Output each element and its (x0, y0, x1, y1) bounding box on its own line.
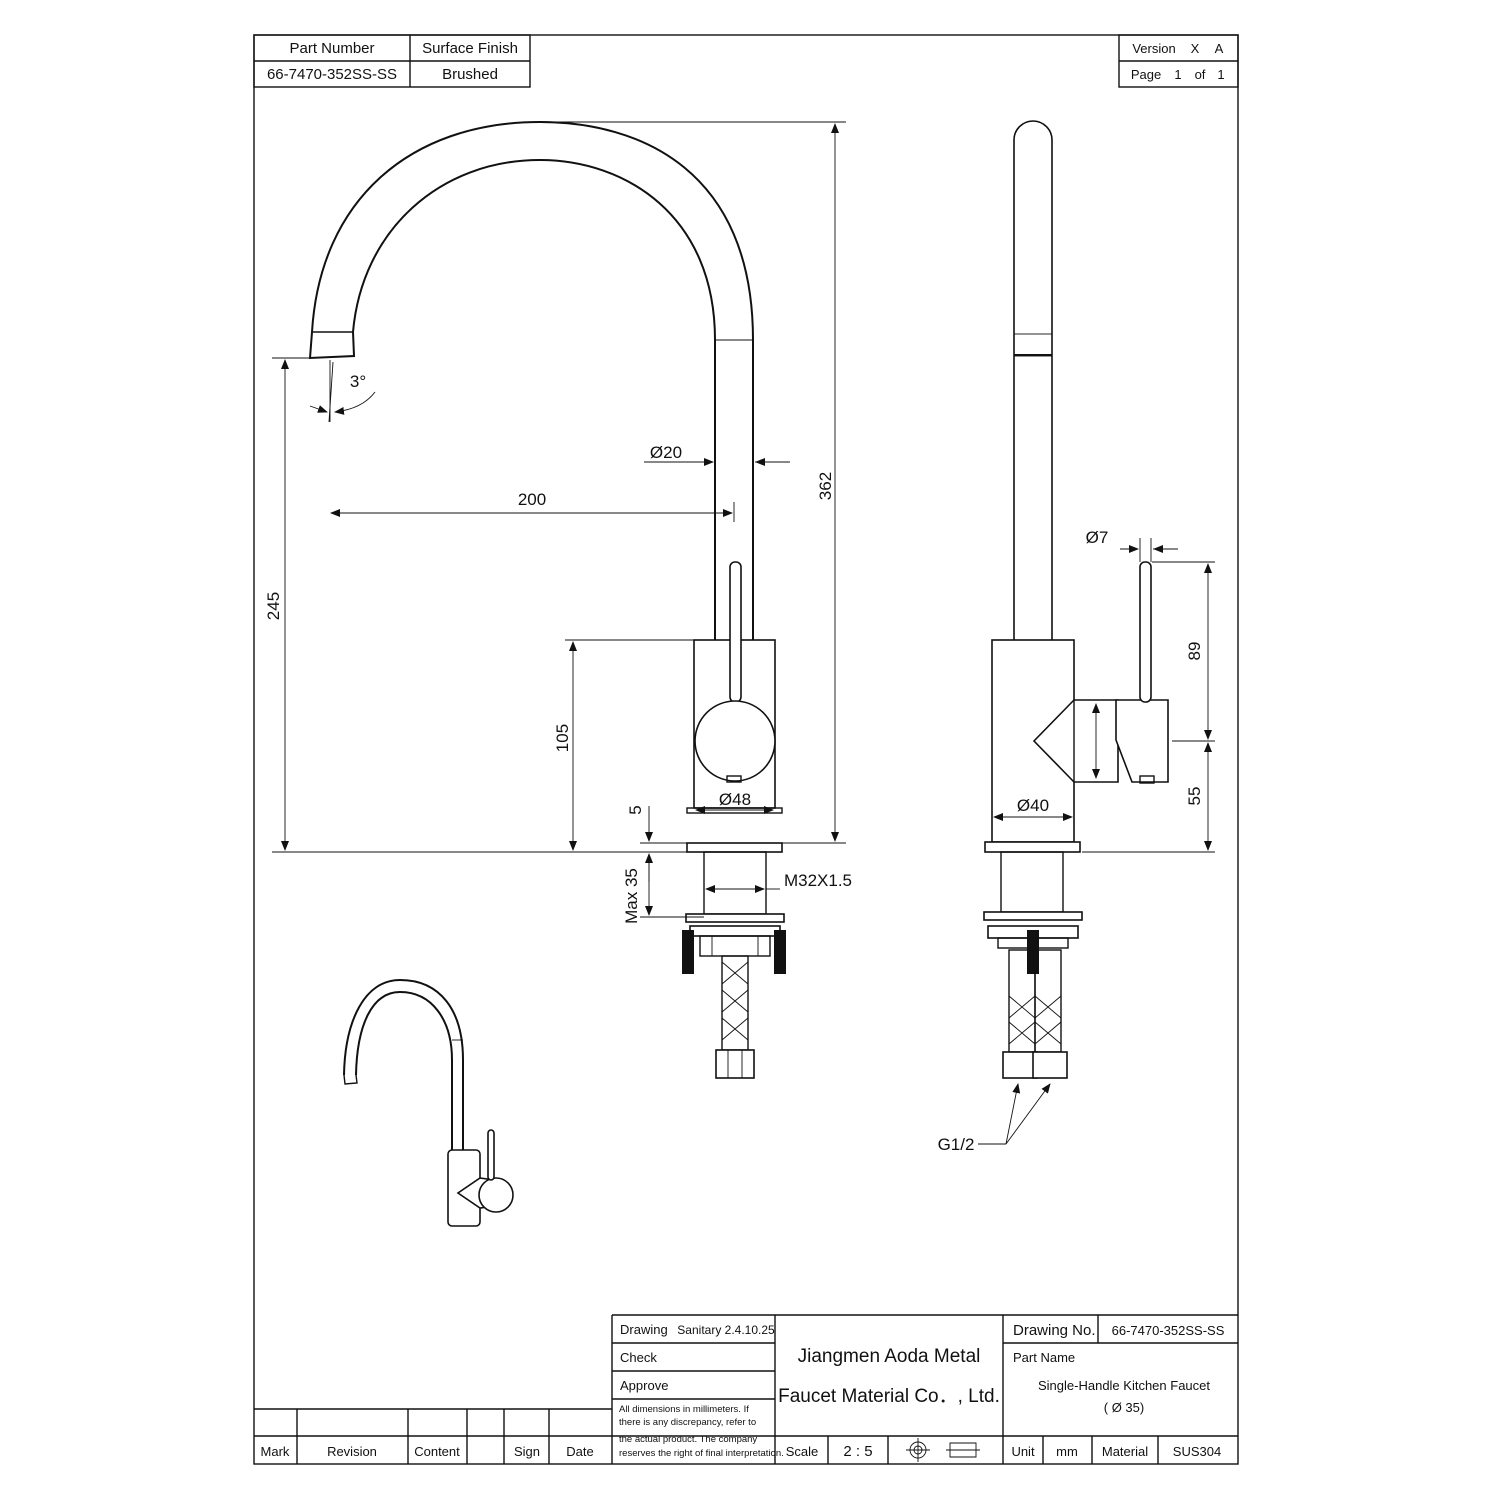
revision-header-content: Content (414, 1444, 460, 1459)
dim-max-deck: Max 35 (622, 868, 641, 924)
dim-side-body-diameter: Ø40 (1017, 796, 1049, 815)
company-name-line1: Jiangmen Aoda Metal (798, 1346, 981, 1367)
side-stud (1027, 930, 1039, 974)
front-stud-left (682, 930, 694, 974)
part-name-value: Single-Handle Kitchen Faucet (1038, 1378, 1210, 1393)
part-number-value: 66-7470-352SS-SS (267, 66, 397, 83)
side-shank (1000, 851, 1064, 913)
unit-label: Unit (1011, 1444, 1035, 1459)
front-lever (729, 561, 742, 703)
unit-value: mm (1056, 1444, 1078, 1459)
check-label: Check (620, 1350, 657, 1365)
company-name-line2: Faucet Material Co．, Ltd. (778, 1386, 1000, 1407)
front-handle-knob (694, 700, 776, 782)
side-spout (1013, 120, 1053, 640)
page-number: 1 (1174, 67, 1181, 82)
side-view (983, 120, 1169, 1079)
first-angle-projection-icon (906, 1438, 980, 1462)
page-of: of (1195, 67, 1206, 82)
dim-spout-diameter: Ø20 (650, 443, 682, 462)
header-version-table: Version X A Page 1 of 1 (1118, 34, 1239, 88)
dim-lever-height: 89 (1185, 642, 1204, 661)
dim-flange-thickness: 5 (626, 805, 645, 814)
dim-body-height: 105 (553, 724, 572, 752)
side-handle (1115, 699, 1169, 783)
dim-lever-pivot-height: 55 (1185, 787, 1204, 806)
surface-finish-label: Surface Finish (422, 40, 518, 57)
revision-header-sign: Sign (514, 1444, 540, 1459)
front-shank (703, 851, 767, 915)
side-lever (1139, 561, 1152, 703)
drawing-label: Drawing (620, 1322, 668, 1337)
approve-label: Approve (620, 1378, 668, 1393)
part-number-label: Part Number (289, 40, 374, 57)
front-spout (308, 120, 754, 640)
dim-total-height: 362 (816, 472, 835, 500)
dim-reach: 200 (518, 490, 546, 509)
title-block: Drawing Sanitary 2.4.10.25 Check Approve… (254, 1314, 1238, 1464)
dim-spout-height: 245 (264, 592, 283, 620)
dim-inlet-thread: G1/2 (938, 1135, 975, 1154)
side-dimensions: Ø7 89 55 Ø40 G1/2 (938, 528, 1215, 1154)
surface-finish-value: Brushed (442, 66, 498, 83)
front-flange (686, 842, 783, 853)
dim-thread: M32X1.5 (784, 871, 852, 890)
note-line-1: All dimensions in millimeters. If (619, 1404, 749, 1415)
scale-value: 2 : 5 (843, 1443, 872, 1460)
note-line-2: there is any discrepancy, refer to (619, 1417, 756, 1428)
side-hoses (1002, 949, 1068, 1079)
dim-body-diameter: Ø48 (719, 790, 751, 809)
version-label: Version (1132, 41, 1175, 56)
revision-header-mark: Mark (261, 1444, 290, 1459)
drawing-no-label: Drawing No. (1013, 1322, 1096, 1339)
note-line-3: the actual product. The company (619, 1434, 757, 1445)
material-value: SUS304 (1173, 1444, 1221, 1459)
dim-spout-angle: 3° (350, 372, 366, 391)
part-name-sub: ( Ø 35) (1104, 1400, 1144, 1415)
scale-label: Scale (786, 1444, 819, 1459)
front-dimensions: 362 245 3° 200 Ø20 105 Ø48 5 Max (264, 121, 852, 924)
version-value-x: X (1191, 41, 1200, 56)
page-label: Page (1131, 67, 1161, 82)
note-line-4: reserves the right of final interpretati… (619, 1448, 784, 1459)
page-total: 1 (1217, 67, 1224, 82)
drawing-value: Sanitary 2.4.10.25 (677, 1323, 775, 1337)
material-label: Material (1102, 1444, 1148, 1459)
revision-header-date: Date (566, 1444, 593, 1459)
drawing-no-value: 66-7470-352SS-SS (1112, 1323, 1225, 1338)
revision-header-revision: Revision (327, 1444, 377, 1459)
front-view (308, 120, 786, 1079)
header-part-table: Part Number Surface Finish 66-7470-352SS… (253, 34, 531, 88)
version-value-a: A (1215, 41, 1224, 56)
isometric-view (343, 978, 514, 1227)
part-name-label: Part Name (1013, 1350, 1075, 1365)
sheet-border (253, 34, 1239, 1465)
dim-lever-diameter: Ø7 (1086, 528, 1109, 547)
front-hose (715, 955, 755, 1079)
front-stud-right (774, 930, 786, 974)
